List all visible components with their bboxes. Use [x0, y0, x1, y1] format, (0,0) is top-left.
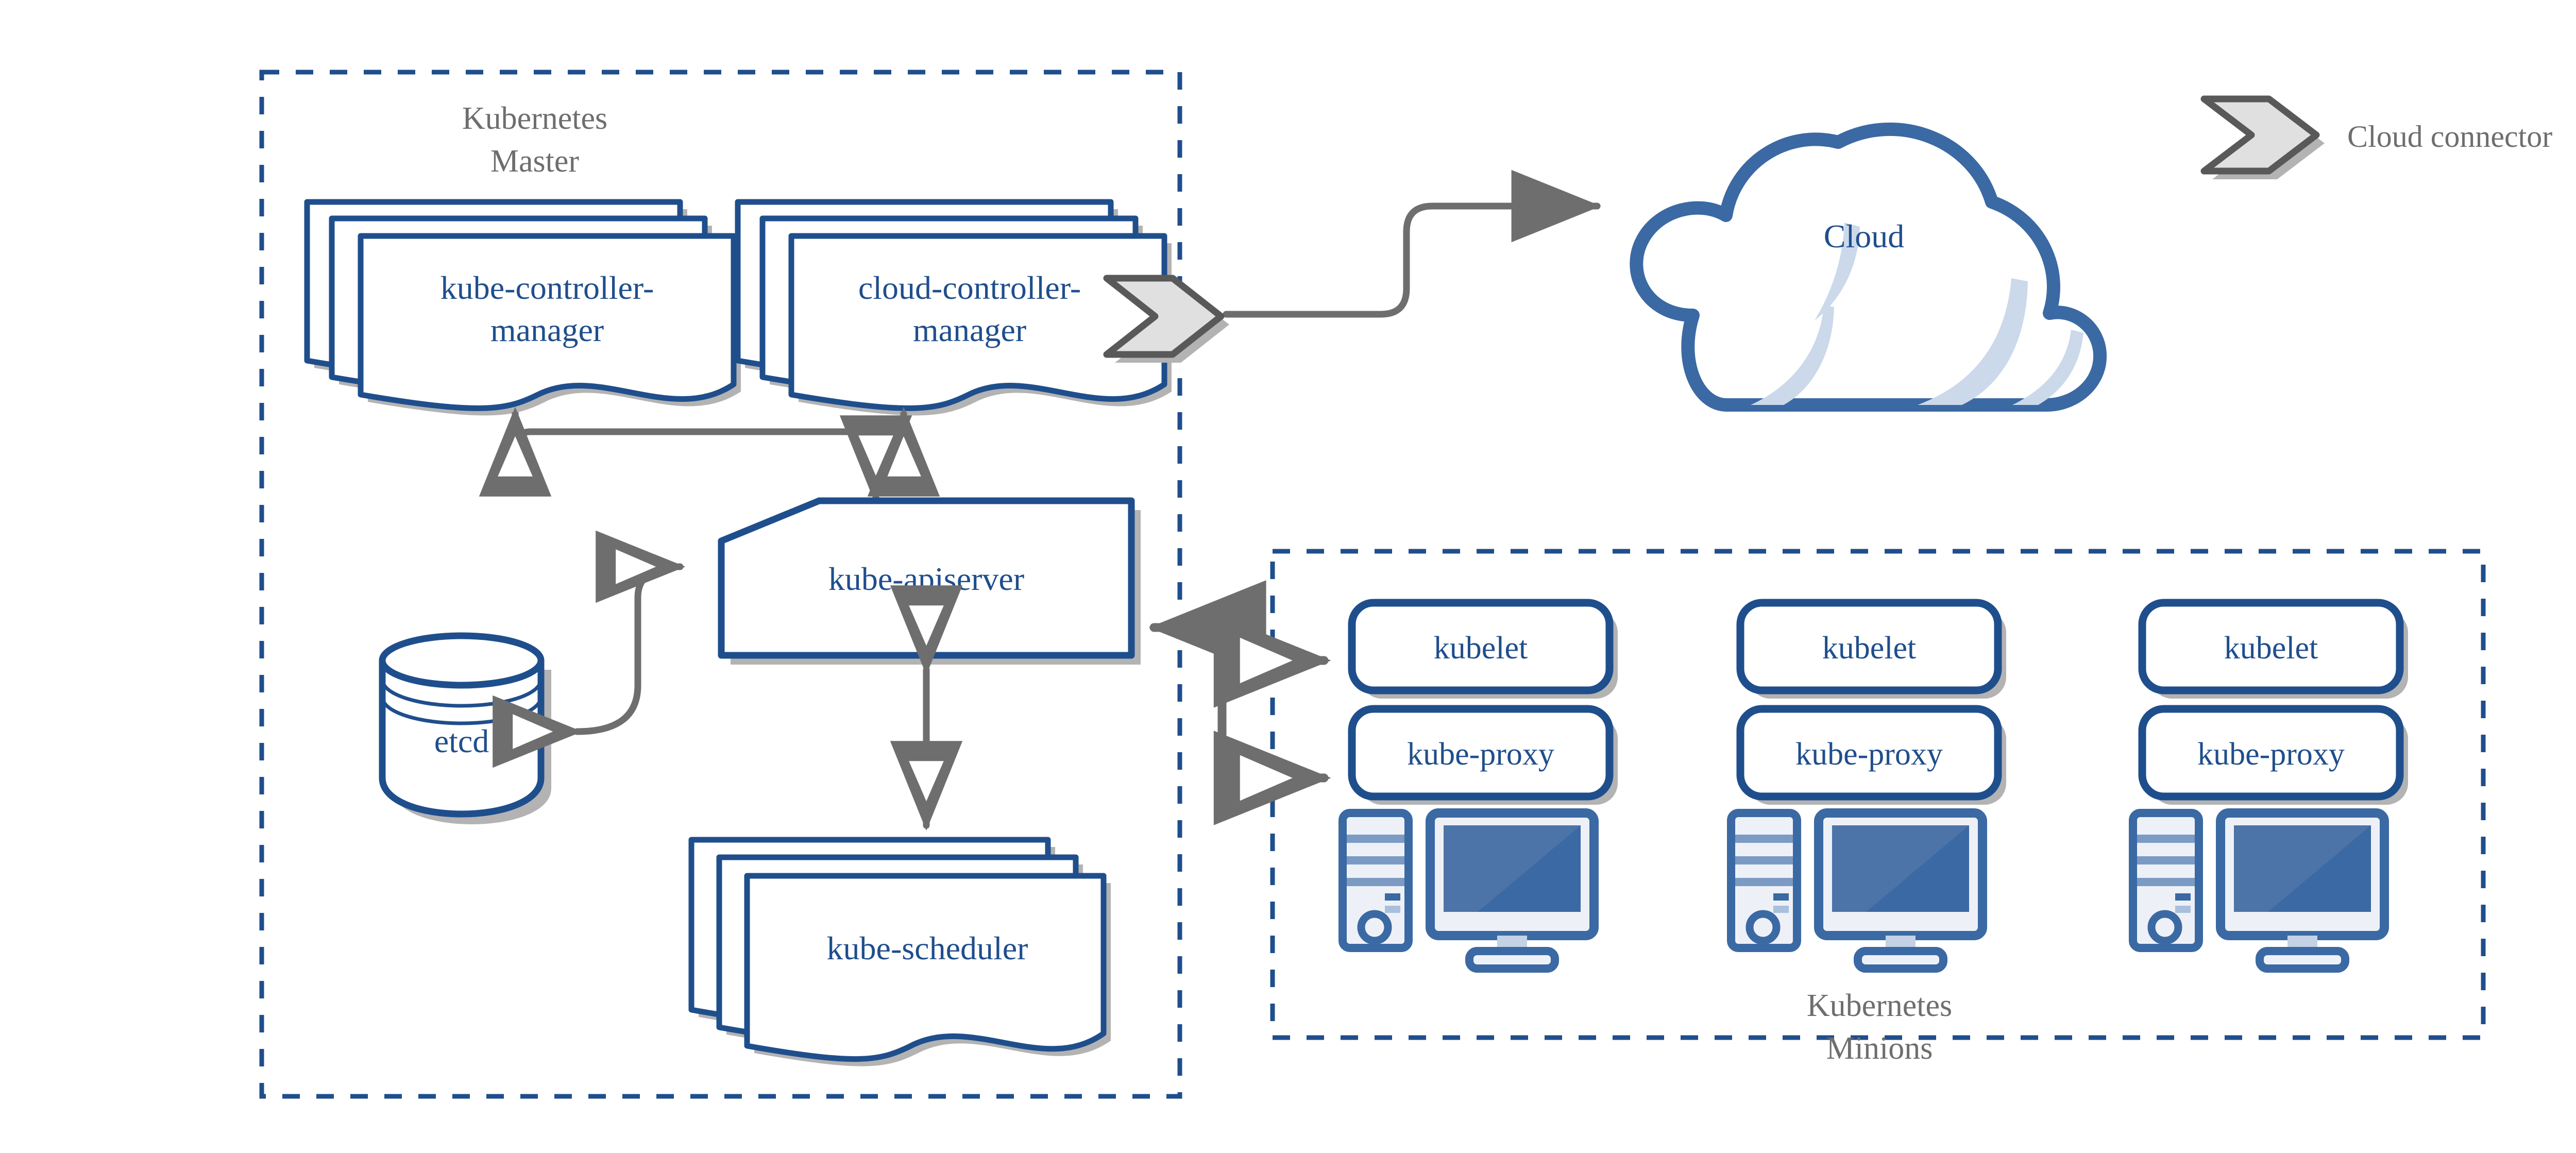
- node-cloud-controller-manager[interactable]: cloud-controller- manager: [735, 199, 1172, 416]
- kube-scheduler-label: kube-scheduler: [827, 930, 1028, 967]
- minions-label-line2: Minions: [1826, 1031, 1933, 1066]
- cloud-crescent-4: [1918, 278, 2028, 405]
- minion-column-1: kubelet kube-proxy: [1338, 599, 1618, 973]
- tower-stripe-3: [1347, 878, 1404, 886]
- edge-arrow-to-apiserver: [839, 415, 912, 505]
- tower-slot-2: [1385, 906, 1400, 913]
- monitor: [1426, 808, 1599, 973]
- edge-controllers-to-apiserver: [479, 406, 940, 505]
- tower-power-button: [1357, 910, 1392, 945]
- tower-stripe-1: [2137, 835, 2195, 843]
- kube-controller-manager-label-line2: manager: [490, 312, 604, 348]
- edge-etcd-apiserver: [493, 530, 686, 768]
- group-kubernetes-minions: Kubernetes Minions: [1270, 549, 2486, 1066]
- cloud-controller-manager-label-line1: cloud-controller-: [858, 269, 1081, 306]
- kubelet-label: kubelet: [1434, 631, 1528, 666]
- cloud-label: Cloud: [1824, 218, 1904, 255]
- tower-slot-2: [1773, 906, 1789, 913]
- kubelet-label: kubelet: [1822, 631, 1917, 666]
- monitor: [1814, 808, 1987, 973]
- kube-controller-manager-label-line1: kube-controller-: [440, 269, 654, 306]
- monitor-screen-highlight: [1478, 825, 1581, 912]
- tower-slot-1: [1773, 893, 1789, 901]
- node-etcd[interactable]: etcd: [379, 632, 551, 824]
- minion-1-computer-icon: [1338, 808, 1599, 973]
- etcd-top-disc: [379, 632, 545, 689]
- apiserver-body: [718, 497, 1135, 659]
- tower-stripe-1: [1735, 835, 1793, 843]
- kube-proxy-label: kube-proxy: [2197, 737, 2345, 772]
- tower-stripe-1: [1347, 835, 1404, 843]
- tower-stripe-2: [2137, 856, 2195, 864]
- monitor-base: [1854, 947, 1947, 973]
- cloud-crescent-5: [2012, 330, 2083, 405]
- tower-slot-1: [2175, 893, 2191, 901]
- kube-apiserver-label: kube-apiserver: [828, 561, 1024, 597]
- minions-label-line1: Kubernetes: [1807, 988, 1952, 1023]
- node-kube-scheduler[interactable]: kube-scheduler: [688, 837, 1111, 1066]
- monitor-screen-highlight: [1866, 825, 1969, 912]
- tower-slot-1: [1385, 893, 1400, 901]
- minion-column-3: kubelet kube-proxy: [2129, 599, 2408, 973]
- node-cloud[interactable]: Cloud: [1630, 117, 2107, 412]
- minion-2-kubelet[interactable]: kubelet: [1736, 599, 2006, 699]
- monitor: [2216, 808, 2389, 973]
- cloud-controller-manager-label-line2: manager: [913, 312, 1026, 348]
- minion-2-computer-icon: [1727, 808, 1987, 973]
- minion-column-2: kubelet kube-proxy: [1727, 599, 2006, 973]
- node-kube-controller-manager[interactable]: kube-controller- manager: [304, 199, 741, 416]
- edge-path-etcd-apiserver: [493, 530, 686, 768]
- monitor-screen-highlight: [2268, 825, 2371, 912]
- cloud-crescent-1: [1815, 223, 1860, 320]
- edge-path: [1223, 169, 1601, 318]
- kubelet-box: [1348, 599, 1614, 694]
- monitor-base: [2256, 947, 2349, 973]
- connector-chevron: [1103, 275, 1225, 358]
- tower-stripe-2: [1347, 856, 1404, 864]
- kubelet-box: [2138, 599, 2404, 694]
- kubelet-box: [1736, 599, 2002, 694]
- minion-1-kube-proxy[interactable]: kube-proxy: [1348, 705, 1618, 805]
- tower-power-button: [2147, 910, 2182, 945]
- minion-1-kubelet[interactable]: kubelet: [1348, 599, 1618, 699]
- kube-proxy-label: kube-proxy: [1407, 737, 1554, 772]
- edge-branch-to-kubeproxy: [1213, 651, 1331, 825]
- minion-2-kube-proxy[interactable]: kube-proxy: [1736, 705, 2006, 805]
- tower-stripe-3: [1735, 878, 1793, 886]
- etcd-label: etcd: [434, 723, 489, 759]
- legend-cloud-connector: Cloud connector: [2200, 95, 2552, 179]
- cloud-crescent-3: [1751, 305, 1834, 405]
- edge-apiserver-to-minions: [1148, 580, 1331, 825]
- kubeproxy-box: [1736, 705, 2002, 801]
- legend-label: Cloud connector: [2347, 120, 2552, 154]
- tower-power-button: [1745, 910, 1781, 945]
- kubelet-label: kubelet: [2224, 631, 2318, 666]
- tower-stripe-3: [2137, 878, 2195, 886]
- doc-sheet-front: [358, 233, 737, 411]
- minion-3-kube-proxy[interactable]: kube-proxy: [2138, 705, 2408, 805]
- kubeproxy-box: [2138, 705, 2404, 801]
- tower-slot-2: [2175, 906, 2191, 913]
- doc-sheet-front: [744, 873, 1107, 1062]
- kube-proxy-label: kube-proxy: [1795, 737, 1943, 772]
- edge-cloud-controller-manager-to-cloud: [1223, 169, 1601, 318]
- edge-branch-to-kubelet: [1166, 613, 1331, 708]
- master-label-line2: Master: [490, 144, 580, 179]
- tower-stripe-2: [1735, 856, 1793, 864]
- cloud-outline: [1630, 122, 2107, 412]
- cloud-connector-icon: [1103, 275, 1229, 363]
- monitor-base: [1465, 947, 1559, 973]
- kubeproxy-box: [1348, 705, 1614, 801]
- node-kube-apiserver[interactable]: kube-apiserver: [718, 497, 1141, 665]
- master-label-line1: Kubernetes: [462, 101, 607, 136]
- legend-connector-icon: [2200, 95, 2320, 175]
- minion-3-kubelet[interactable]: kubelet: [2138, 599, 2408, 699]
- minion-3-computer-icon: [2129, 808, 2389, 973]
